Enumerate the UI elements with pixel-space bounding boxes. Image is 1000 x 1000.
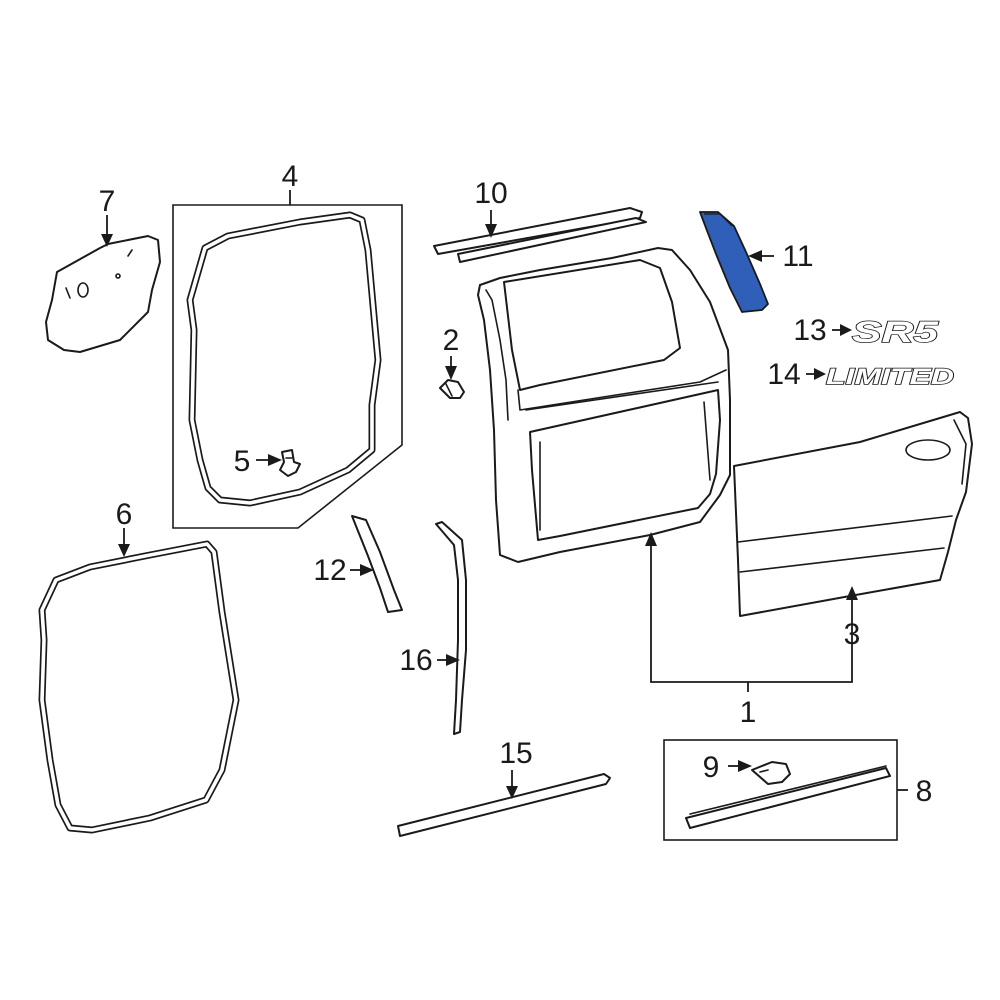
callout-8: 8	[916, 775, 933, 808]
part-7-insulator	[45, 235, 161, 353]
callout-15: 15	[499, 737, 532, 770]
callout-10: 10	[474, 177, 507, 210]
part-2-plug	[439, 379, 465, 399]
part-10-belt-moulding	[433, 207, 647, 263]
part-11-frame-garnish	[699, 211, 769, 313]
callout-3: 3	[844, 618, 861, 651]
badge-limited: LIMITED	[825, 363, 955, 389]
part-4-assembly-box	[172, 204, 403, 529]
callout-14: 14	[767, 358, 800, 391]
part-6-weatherstrip	[38, 540, 240, 834]
part-8-assembly-box	[663, 739, 898, 841]
callout-1: 1	[740, 696, 757, 729]
part-12-garnish	[351, 515, 403, 613]
part-3-door-panel	[733, 411, 973, 617]
callout-9: 9	[703, 751, 720, 784]
part-16-seal-strip	[435, 521, 467, 735]
badge-sr5: SR5	[851, 315, 940, 349]
part-15-moulding-strip	[397, 773, 611, 837]
badge-sr5-text: SR5	[852, 316, 940, 349]
callout-labels: 4 7 5 6 2 10 11 12 16 13 14 3 1 15 9 8	[99, 160, 933, 808]
callout-12: 12	[313, 554, 346, 587]
badge-limited-text: LIMITED	[826, 364, 954, 389]
callout-16: 16	[399, 644, 432, 677]
callout-6: 6	[116, 498, 133, 531]
part-9-clip	[751, 761, 791, 785]
part-5-clip	[279, 449, 301, 477]
part-1-door-shell	[477, 247, 731, 563]
callout-5: 5	[234, 445, 251, 478]
callout-11: 11	[782, 240, 813, 273]
callout-4: 4	[282, 160, 299, 193]
callout-13: 13	[793, 314, 826, 347]
callout-7: 7	[99, 185, 116, 218]
callout-2: 2	[443, 324, 460, 357]
leader-lines	[101, 190, 908, 799]
